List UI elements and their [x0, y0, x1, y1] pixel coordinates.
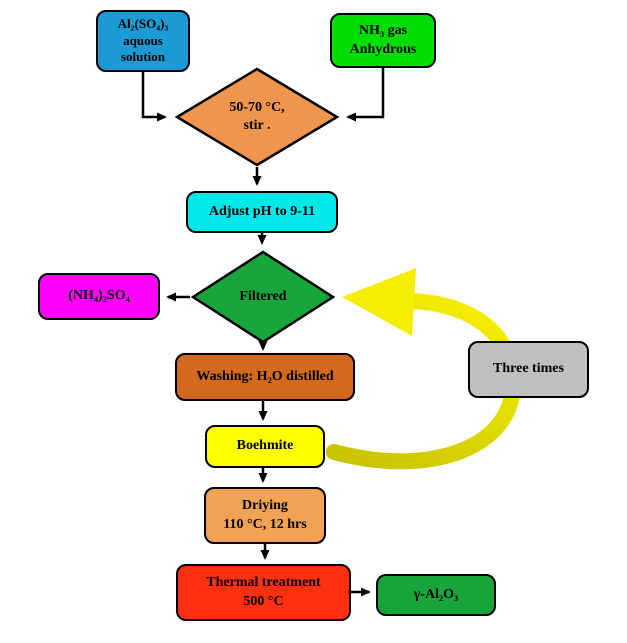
arrow-al-sulfate-to-stir [141, 72, 167, 122]
node-three-times: Three times [468, 341, 589, 398]
node-label: γ-Al₂O₃ [413, 586, 459, 602]
node-label: Filtered [239, 288, 287, 304]
node-filtered: Filtered [190, 250, 336, 344]
node-label: Al₂(SO₄)₃ aquous solution [117, 15, 169, 65]
node-boehmite: Boehmite [205, 425, 325, 468]
node-nh3-gas: NH₃ gas Anhydrous [330, 13, 436, 68]
node-stir-condition: 50-70 °C, stir . [174, 67, 340, 167]
node-label: Adjust pH to 9-11 [208, 203, 316, 219]
node-ammonium-sulfate: (NH₄)₂SO₄ [38, 273, 160, 320]
node-label: Three times [493, 361, 564, 377]
node-label: Driying 110 °C, 12 hrs [223, 498, 307, 532]
arrow-nh3-to-stir [346, 68, 385, 122]
node-adjust-ph: Adjust pH to 9-11 [186, 191, 338, 233]
node-aluminum-sulfate-solution: Al₂(SO₄)₃ aquous solution [96, 10, 190, 72]
recycle-arrowhead [342, 268, 416, 336]
node-label: (NH₄)₂SO₄ [68, 288, 130, 304]
node-label: Boehmite [236, 438, 294, 454]
node-label: Washing: H₂O distilled [196, 368, 334, 384]
node-washing: Washing: H₂O distilled [175, 353, 355, 401]
node-label: Thermal treatment 500 °C [206, 575, 321, 609]
node-drying: Driying 110 °C, 12 hrs [204, 487, 326, 544]
diamond-shape [174, 67, 340, 167]
node-thermal-treatment: Thermal treatment 500 °C [176, 564, 351, 621]
node-label: 50-70 °C, stir . [229, 99, 285, 133]
node-label: NH₃ gas Anhydrous [349, 23, 417, 57]
node-gamma-alumina: γ-Al₂O₃ [376, 574, 496, 616]
